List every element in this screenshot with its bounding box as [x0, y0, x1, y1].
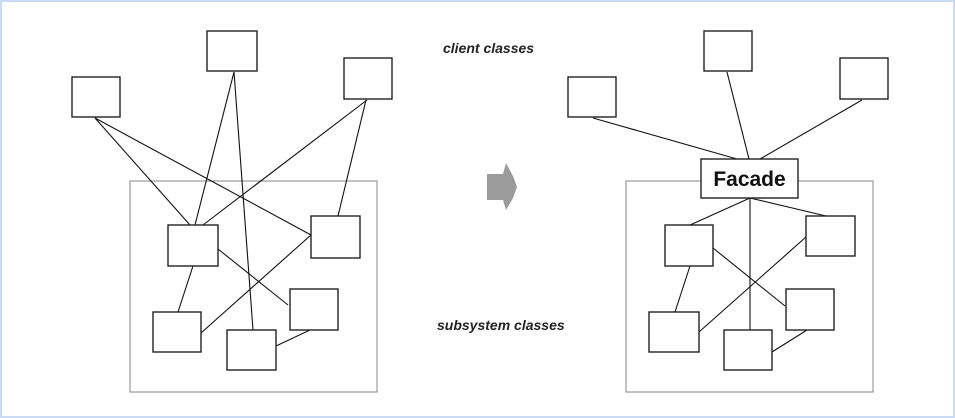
subsystem-class-box	[805, 215, 856, 257]
connection-line	[275, 329, 311, 347]
subsystem-boundary	[129, 180, 378, 393]
connection-line	[592, 117, 738, 160]
connection-line	[698, 236, 807, 333]
connection-line	[749, 197, 827, 217]
connection-line	[202, 99, 368, 226]
connection-line	[200, 234, 312, 334]
connection-line	[217, 248, 289, 306]
subsystem-classes-label: subsystem classes	[437, 317, 565, 333]
before-diagram	[71, 30, 393, 393]
client-class-box	[703, 30, 753, 72]
facade-label: Facade	[713, 168, 785, 191]
facade-box	[700, 158, 799, 199]
subsystem-class-box	[152, 311, 202, 353]
subsystem-class-box	[310, 215, 361, 259]
client-class-box	[567, 76, 617, 118]
client-class-box	[343, 57, 393, 100]
subsystem-class-box	[226, 329, 277, 371]
client-class-box	[206, 30, 258, 72]
connection-line	[94, 117, 312, 236]
client-class-box	[71, 76, 121, 118]
connections	[592, 71, 863, 353]
connection-line	[233, 71, 254, 331]
subsystem-class-box	[723, 329, 773, 371]
connections	[94, 71, 368, 347]
connection-line	[674, 265, 691, 313]
client-class-box	[839, 57, 889, 100]
client-classes-label: client classes	[443, 40, 534, 56]
connection-line	[771, 329, 808, 353]
connection-line	[337, 99, 367, 217]
connection-line	[194, 71, 235, 226]
subsystem-class-box	[167, 224, 219, 267]
right-arrow-icon	[487, 163, 517, 210]
subsystem-class-box	[664, 224, 714, 267]
connection-line	[689, 197, 751, 226]
subsystem-class-box	[785, 288, 835, 331]
connection-line	[712, 247, 786, 307]
connection-line	[759, 99, 863, 160]
subsystem-class-box	[648, 311, 700, 353]
connection-line	[726, 71, 750, 160]
connection-line	[177, 265, 194, 313]
connection-line	[94, 117, 191, 226]
after-diagram: Facade	[567, 30, 889, 393]
subsystem-class-box	[289, 288, 339, 331]
